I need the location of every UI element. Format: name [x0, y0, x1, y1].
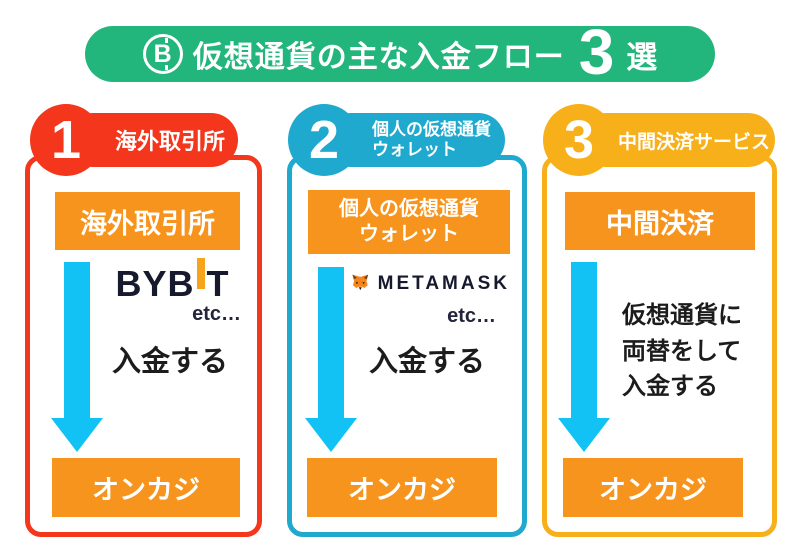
source-box-2-line2: ウォレット [359, 223, 459, 245]
metamask-fox-icon [352, 274, 369, 291]
note-line1: 仮想通貨に [622, 302, 742, 329]
down-arrow-2 [318, 267, 344, 418]
bitcoin-icon-letter: B [153, 39, 172, 68]
etc-label-2: etc… [447, 305, 496, 327]
destination-box-1: オンカジ [52, 458, 240, 517]
badge-label-3: 中間決済サービス [579, 113, 775, 167]
destination-box-2: オンカジ [307, 458, 497, 517]
source-box-overseas-exchange: 海外取引所 [55, 192, 240, 250]
down-arrow-2-head [305, 418, 357, 452]
bybit-logo-i-bar [196, 258, 205, 289]
bitcoin-icon: B [142, 34, 183, 74]
number-badge-1: 1 [30, 104, 102, 176]
metamask-logo: METAMASK [350, 268, 510, 299]
badge-label-2-line2: ウォレット [372, 140, 457, 159]
action-label-1: 入金する [111, 346, 228, 378]
down-arrow-3-head [558, 418, 610, 452]
page-title: 仮想通貨の主な入金フロー [192, 41, 565, 74]
etc-label-1: etc… [192, 303, 241, 325]
note-line2: 両替をして [622, 337, 742, 365]
number-badge-2: 2 [288, 104, 360, 176]
badge-label-2: 個人の仮想通貨 ウォレット [324, 113, 505, 167]
note-exchange-deposit: 仮想通貨に 両替をして 入金する [622, 298, 772, 405]
destination-box-3: オンカジ [563, 458, 743, 517]
bybit-logo-right: T [206, 263, 230, 304]
header-count: 3 [578, 16, 615, 88]
number-badge-3: 3 [543, 104, 615, 176]
down-arrow-3 [571, 262, 597, 418]
metamask-logo-text: METAMASK [377, 272, 510, 294]
header-count-suffix: 選 [626, 39, 658, 75]
bybit-logo: BYB T [100, 258, 245, 305]
header-banner: B 仮想通貨の主な入金フロー 3 選 [85, 16, 715, 88]
source-box-intermediate-payment: 中間決済 [565, 192, 755, 250]
down-arrow-1-head [51, 418, 103, 452]
down-arrow-1 [64, 262, 90, 418]
action-label-2: 入金する [368, 346, 485, 378]
source-box-personal-wallet: 個人の仮想通貨 ウォレット [308, 190, 510, 254]
badge-label-2-line1: 個人の仮想通貨 [372, 119, 491, 139]
source-box-2-line1: 個人の仮想通貨 [339, 198, 479, 220]
bybit-logo-left: BYB [115, 263, 195, 304]
note-line3: 入金する [622, 373, 718, 401]
